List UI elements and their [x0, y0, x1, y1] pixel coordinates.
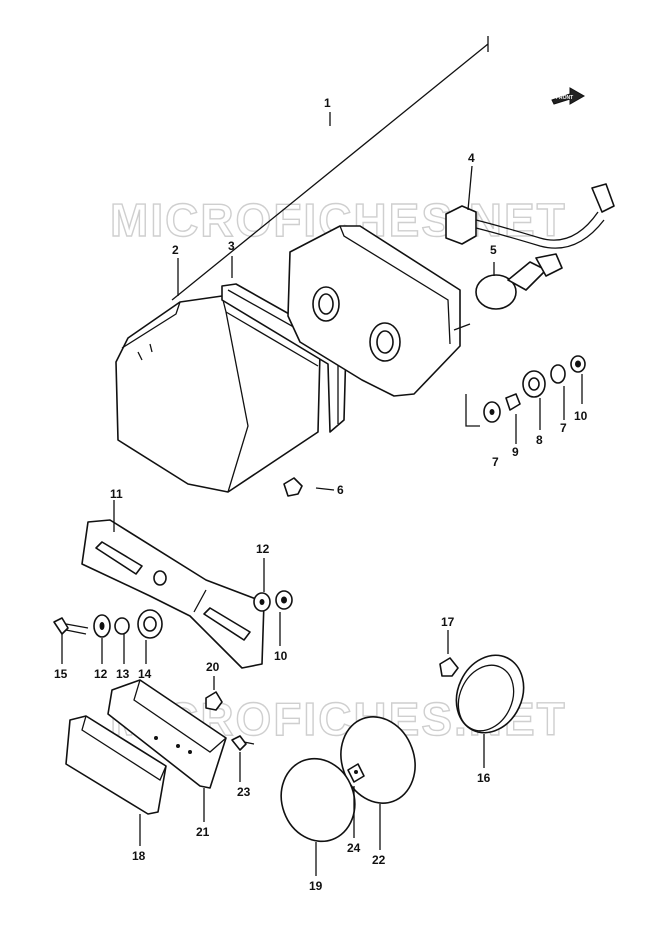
part-number-10b: 10	[274, 649, 288, 663]
tail-lens	[115, 295, 321, 493]
hardware-row-right	[465, 355, 586, 427]
front-label: FRONT	[556, 95, 573, 101]
part-number-19: 19	[309, 879, 323, 893]
part-number-2: 2	[172, 243, 179, 257]
plate-nut	[205, 691, 223, 711]
side-reflector	[439, 654, 525, 734]
reflector-assembly	[280, 716, 416, 843]
bulb	[475, 253, 563, 310]
license-lamp-housing	[107, 679, 227, 789]
part-number-7b: 7	[560, 421, 567, 435]
part-numbers: 1 2 3 4 5 6 7 7 8 9 10 10 11 12 12 13 14…	[54, 96, 588, 893]
part-number-12b: 12	[94, 667, 108, 681]
part-number-16: 16	[477, 771, 491, 785]
part-number-8: 8	[536, 433, 543, 447]
leader-lines	[61, 112, 583, 876]
hardware-row-left	[53, 590, 293, 639]
assembly-bracket	[171, 36, 489, 301]
part-number-10a: 10	[574, 409, 588, 423]
part-number-18: 18	[132, 849, 146, 863]
part-number-1: 1	[324, 96, 331, 110]
part-number-20: 20	[206, 660, 220, 674]
part-number-17: 17	[441, 615, 455, 629]
part-number-11: 11	[110, 487, 123, 501]
part-number-15: 15	[54, 667, 68, 681]
part-number-3: 3	[228, 239, 235, 253]
license-lens	[65, 715, 167, 815]
part-number-23: 23	[237, 785, 251, 799]
part-number-13: 13	[116, 667, 130, 681]
plate-bracket	[81, 519, 265, 669]
part-number-14: 14	[138, 667, 152, 681]
part-number-12a: 12	[256, 542, 270, 556]
reflector-screw	[231, 735, 255, 751]
bulb-socket	[445, 183, 615, 249]
housing-nut	[283, 477, 303, 497]
part-number-9: 9	[512, 445, 519, 459]
part-number-22: 22	[372, 853, 386, 867]
lamp-housing	[287, 225, 471, 397]
part-number-7a: 7	[492, 455, 499, 469]
part-number-24: 24	[347, 841, 361, 855]
part-number-6: 6	[337, 483, 344, 497]
front-arrow-icon: FRONT	[551, 87, 586, 105]
part-number-21: 21	[196, 825, 210, 839]
part-number-5: 5	[490, 243, 497, 257]
part-number-4: 4	[468, 151, 475, 165]
